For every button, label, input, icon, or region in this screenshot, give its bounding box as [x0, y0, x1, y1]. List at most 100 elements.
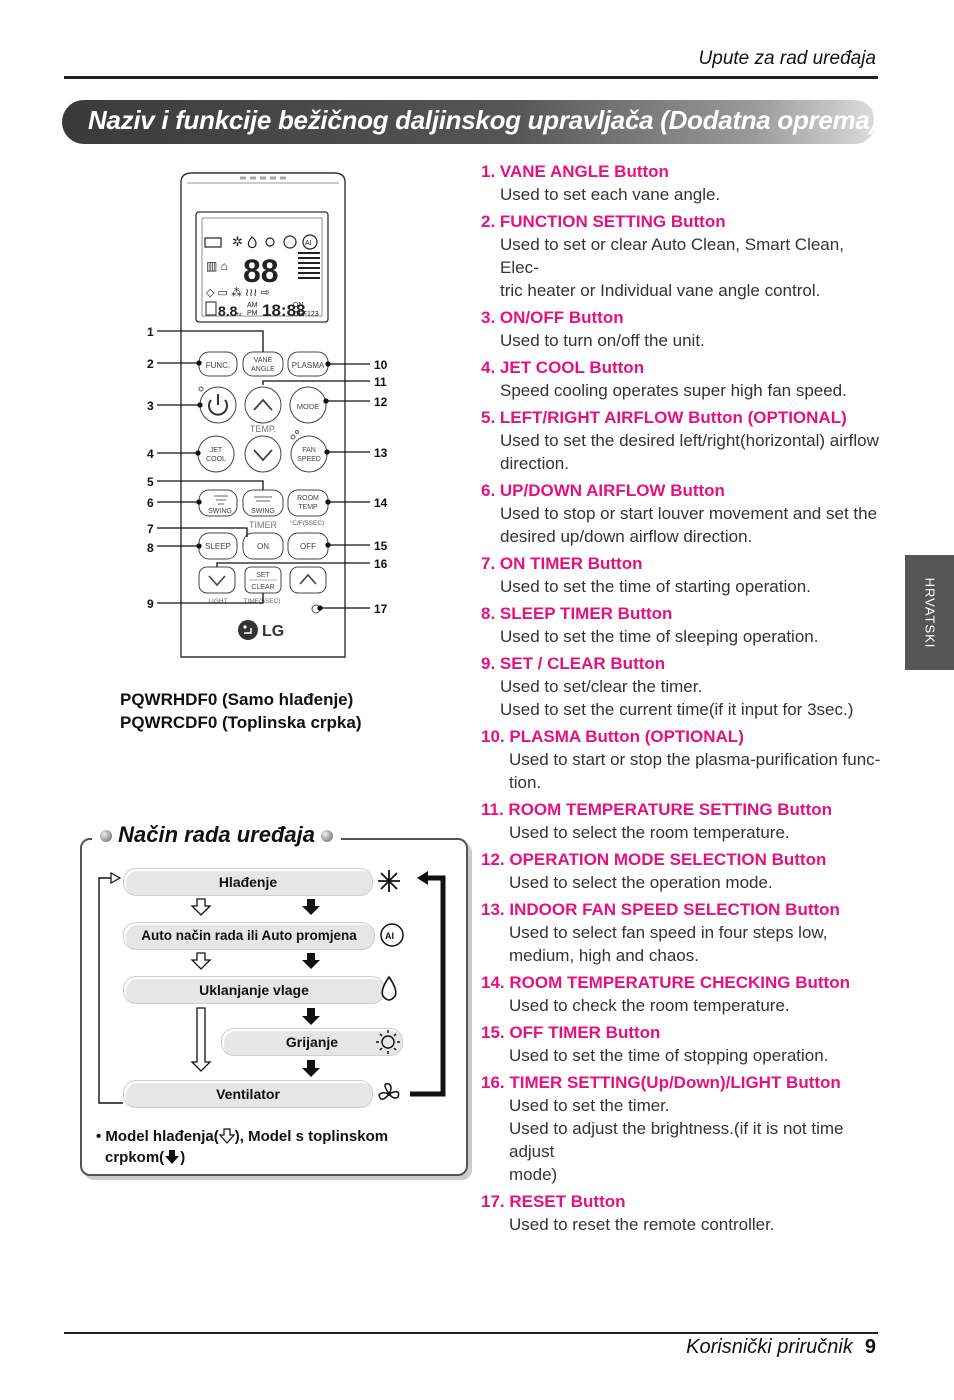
item-desc: Used to set the current time(if it input… — [500, 700, 854, 719]
list-item: 17. RESET Button Used to reset the remot… — [481, 1190, 881, 1236]
list-item: 12. OPERATION MODE SELECTION Button Used… — [481, 848, 881, 894]
solid-arrows — [302, 899, 320, 1077]
heatpump-return-loop — [410, 875, 446, 1097]
on-timer-button[interactable] — [242, 532, 284, 560]
list-item: 11. ROOM TEMPERATURE SETTING Button Used… — [481, 798, 881, 844]
svg-text:8.8: 8.8 — [218, 303, 238, 319]
item-title: 17. RESET Button — [481, 1192, 626, 1211]
bullet-dot-icon — [321, 830, 334, 843]
svg-text:16: 16 — [374, 557, 388, 571]
item-title: 13. INDOOR FAN SPEED SELECTION Button — [481, 900, 840, 919]
item-title: 3. ON/OFF Button — [481, 308, 624, 327]
mode-dehumidify: Uklanjanje vlage — [123, 976, 385, 1004]
list-item: 8. SLEEP TIMER Button Used to set the ti… — [481, 602, 881, 648]
item-desc: Used to set each vane angle. — [500, 185, 721, 204]
mode-flow-diagram: AI — [98, 870, 446, 1104]
svg-text:ON: ON — [257, 542, 269, 551]
svg-text:SWING: SWING — [208, 508, 232, 515]
item-desc: Speed cooling operates super high fan sp… — [500, 381, 847, 400]
footer-label: Korisnički priručnik — [686, 1336, 853, 1358]
item-title: 15. OFF TIMER Button — [481, 1023, 661, 1042]
list-item: 16. TIMER SETTING(Up/Down)/LIGHT Button … — [481, 1071, 881, 1186]
room-temp-button[interactable] — [287, 489, 329, 517]
model-names: PQWRHDF0 (Samo hlađenje) PQWRCDF0 (Topli… — [120, 688, 362, 734]
svg-text:ON: ON — [293, 302, 304, 309]
callout-numbers: 1 2 3 4 5 6 7 8 9 10 11 12 13 14 15 16 1… — [147, 325, 388, 616]
svg-text:TEMP: TEMP — [298, 504, 318, 511]
svg-text:13: 13 — [374, 446, 388, 460]
item-desc: Used to set the desired left/right(horiz… — [500, 431, 879, 450]
svg-text:18:88: 18:88 — [262, 301, 305, 320]
fan-speed-button[interactable] — [290, 435, 328, 473]
timer-down-button[interactable] — [198, 566, 236, 594]
operation-mode-title-text: Način rada uređaja — [118, 822, 315, 847]
temp-up-button[interactable] — [244, 386, 282, 424]
item-title: 14. ROOM TEMPERATURE CHECKING Button — [481, 973, 850, 992]
item-desc: mode) — [509, 1165, 558, 1184]
item-title: 2. FUNCTION SETTING Button — [481, 212, 726, 231]
svg-text:15: 15 — [374, 539, 388, 553]
svg-text:11: 11 — [374, 375, 387, 389]
item-title: 16. TIMER SETTING(Up/Down)/LIGHT Button — [481, 1073, 841, 1092]
note-text-1: Model hlađenja( — [105, 1128, 219, 1145]
mode-auto: Auto način rada ili Auto promjena — [123, 922, 375, 950]
list-item: 7. ON TIMER Button Used to set the time … — [481, 552, 881, 598]
hollow-arrows — [190, 898, 212, 1072]
svg-text:PLASMA: PLASMA — [292, 361, 325, 370]
list-item: 6. UP/DOWN AIRFLOW Button Used to stop o… — [481, 479, 881, 548]
svg-text:9: 9 — [147, 597, 154, 611]
list-item: 15. OFF TIMER Button Used to set the tim… — [481, 1021, 881, 1067]
svg-text:5: 5 — [147, 475, 154, 489]
running-header: Upute za rad uređaja — [698, 48, 876, 69]
item-desc: Used to adjust the brightness.(if it is … — [509, 1119, 844, 1161]
svg-text:AM: AM — [247, 302, 258, 309]
mode-button[interactable] — [289, 386, 327, 424]
svg-text:ROOM: ROOM — [297, 495, 319, 502]
svg-text:PM: PM — [247, 310, 258, 317]
cooling-icon — [378, 870, 400, 892]
svg-text:TIMER: TIMER — [249, 520, 277, 530]
jet-cool-button[interactable] — [197, 435, 235, 473]
function-list: 1. VANE ANGLE Button Used to set each va… — [481, 160, 881, 1240]
svg-text:°C/F(5SEC): °C/F(5SEC) — [290, 519, 324, 527]
svg-text:4: 4 — [147, 447, 154, 461]
page-footer: Korisnički priručnik 9 — [560, 1336, 876, 1359]
item-desc: Used to turn on/off the unit. — [500, 331, 705, 350]
item-title: 10. PLASMA Button (OPTIONAL) — [481, 727, 744, 746]
item-title: 12. OPERATION MODE SELECTION Button — [481, 850, 827, 869]
svg-text:VANE: VANE — [254, 357, 273, 364]
mode-heating: Grijanje — [221, 1028, 403, 1056]
svg-text:10: 10 — [374, 358, 388, 372]
item-desc: direction. — [500, 454, 569, 473]
mode-cooling: Hlađenje — [123, 868, 373, 896]
sun-icon — [376, 1030, 400, 1054]
lcd-mode-icons: ✲ AI — [204, 234, 318, 250]
timer-up-button[interactable] — [289, 566, 327, 594]
item-desc: Used to set the time of sleeping operati… — [500, 627, 819, 646]
list-item: 13. INDOOR FAN SPEED SELECTION Button Us… — [481, 898, 881, 967]
svg-text:TEMP.: TEMP. — [250, 424, 276, 434]
language-tab-label: HRVATSKI — [922, 577, 937, 648]
temp-down-button[interactable] — [244, 435, 282, 473]
list-item: 3. ON/OFF Button Used to turn on/off the… — [481, 306, 881, 352]
page-number: 9 — [864, 1336, 876, 1358]
item-desc: Used to set the time of stopping operati… — [509, 1046, 829, 1065]
item-title: 9. SET / CLEAR Button — [481, 654, 666, 673]
callout-lines — [157, 330, 370, 611]
svg-text:3: 3 — [147, 399, 154, 413]
svg-text:6: 6 — [147, 496, 154, 510]
item-desc: Used to set/clear the timer. — [500, 677, 703, 696]
list-item: 10. PLASMA Button (OPTIONAL) Used to sta… — [481, 725, 881, 794]
lg-logo — [238, 620, 258, 640]
item-desc: Used to set or clear Auto Clean, Smart C… — [500, 235, 844, 277]
footer-rule — [64, 1332, 878, 1334]
bullet-dot-icon — [100, 830, 112, 843]
language-tab: HRVATSKI — [905, 555, 954, 670]
auto-ai-icon: AI — [380, 923, 404, 947]
list-item: 5. LEFT/RIGHT AIRFLOW Button (OPTIONAL) … — [481, 406, 881, 475]
list-item: 14. ROOM TEMPERATURE CHECKING Button Use… — [481, 971, 881, 1017]
svg-text:OFF: OFF — [300, 542, 316, 551]
model-cooling-only: PQWRHDF0 (Samo hlađenje) — [120, 690, 354, 709]
page-title: Naziv i funkcije bežičnog daljinskog upr… — [88, 105, 878, 135]
svg-text:14: 14 — [374, 496, 388, 510]
